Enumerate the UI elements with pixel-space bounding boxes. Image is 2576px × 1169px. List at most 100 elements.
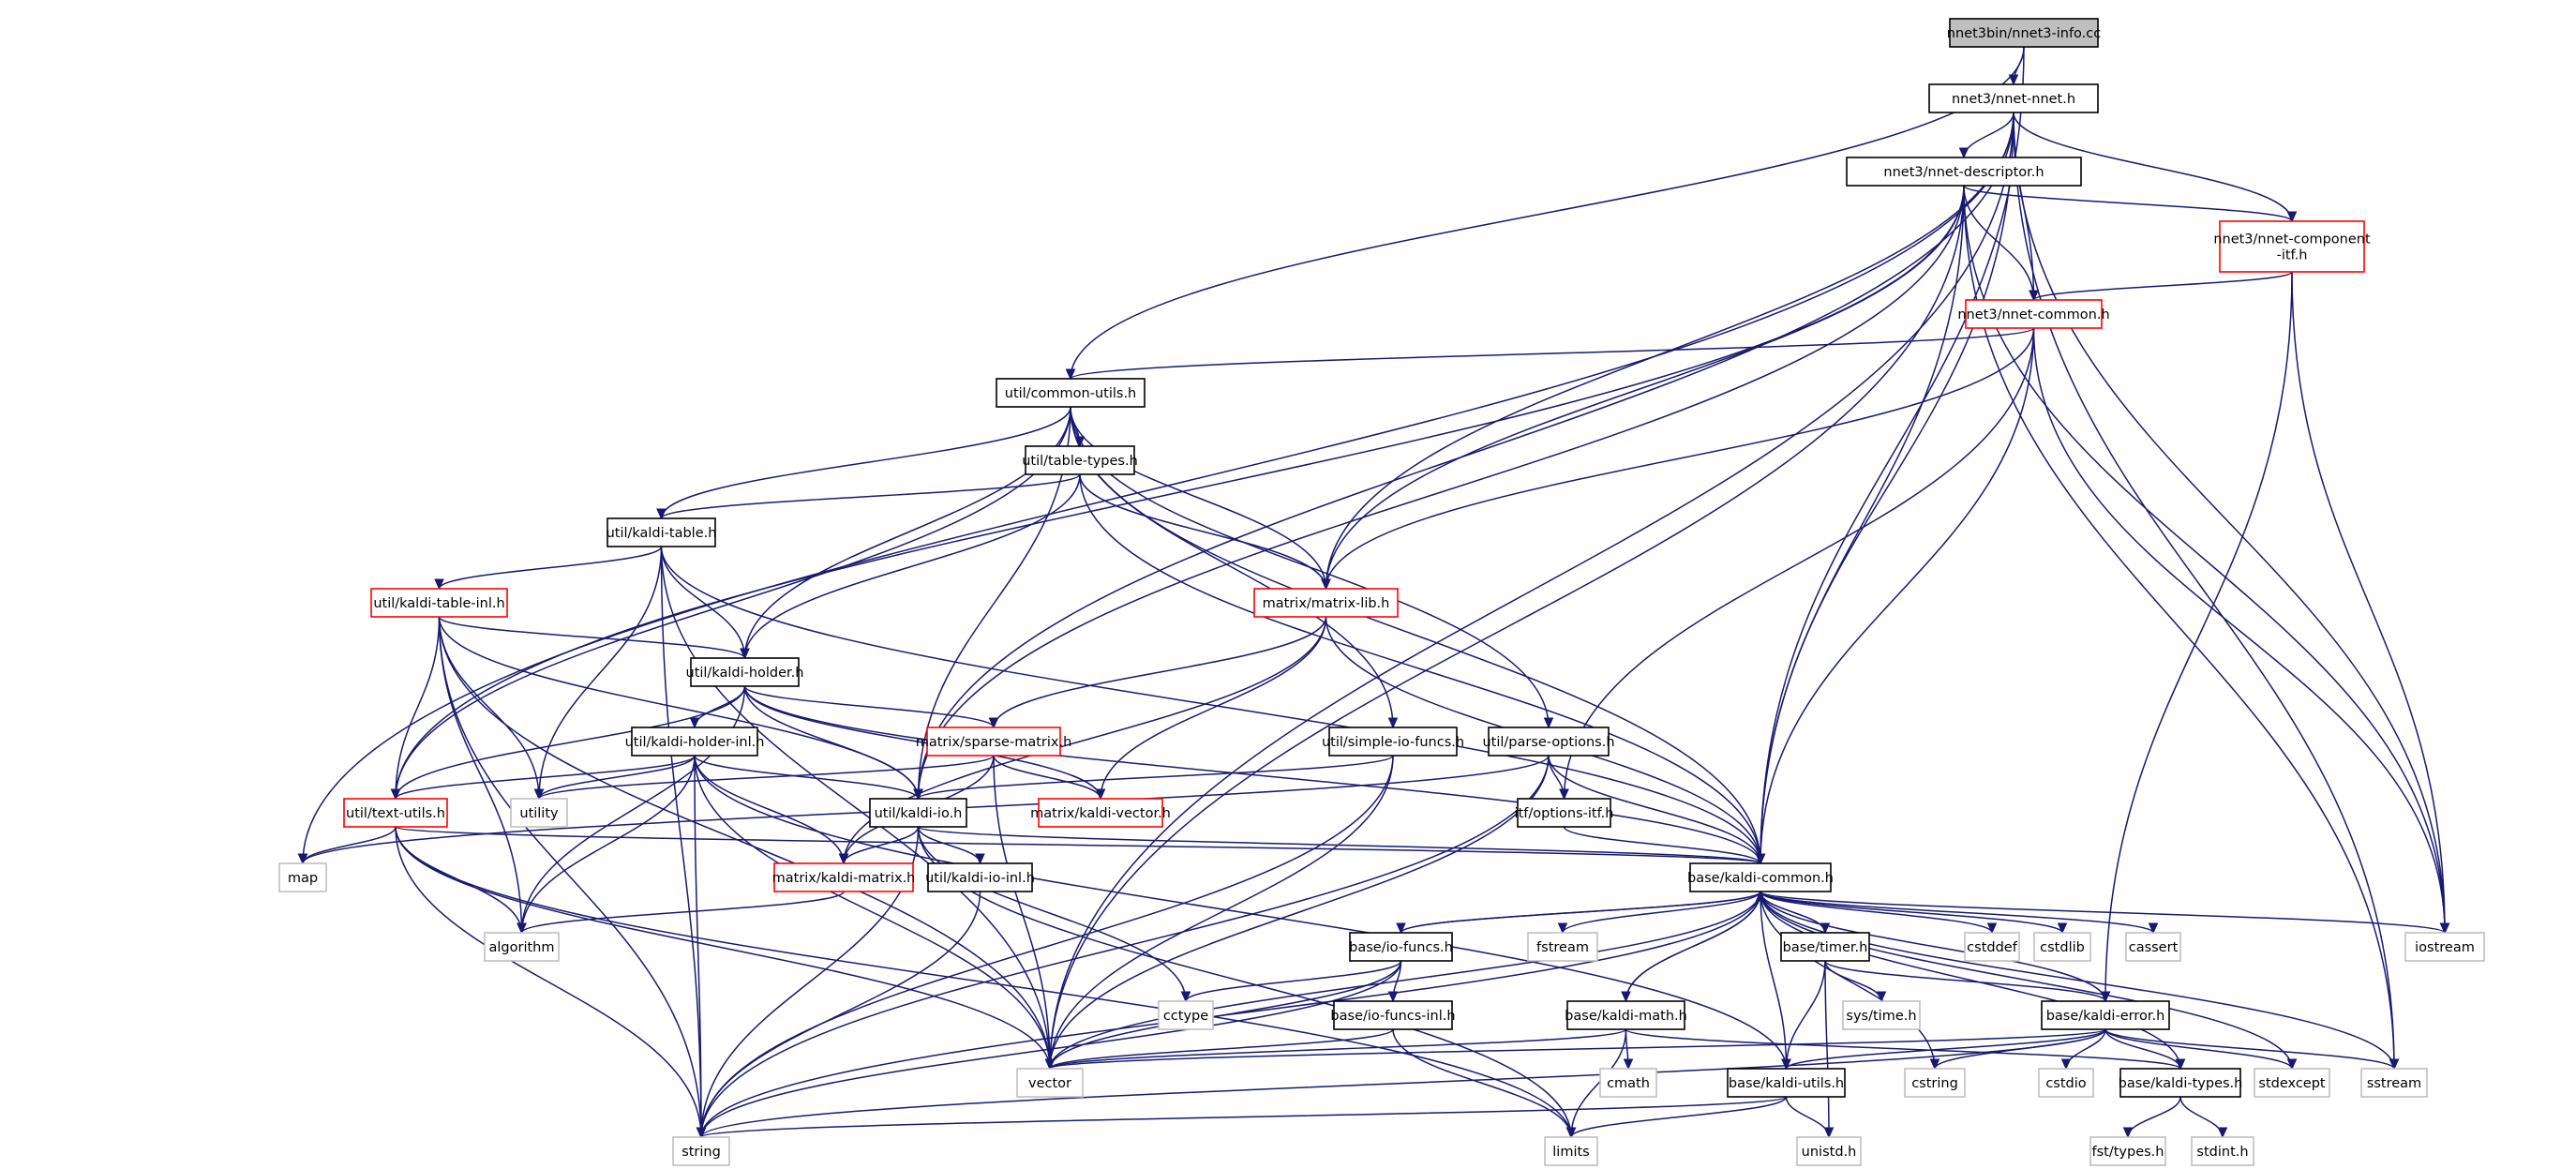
node-label: util/kaldi-io.h [875,806,963,821]
node-root[interactable]: nnet3bin/nnet3-info.cc [1947,18,2101,48]
node-box [1253,588,1399,618]
edge-table_types-to-kaldi_holder [740,473,1081,660]
node-box [1689,862,1832,892]
node-label: cstdlib [2040,940,2085,955]
edge-kaldi_types-to-fst_types [2122,1096,2181,1139]
node-matrix-lib[interactable]: matrix/matrix-lib.h [1253,588,1399,618]
node-label: util/kaldi-holder.h [686,666,804,681]
edge-common_utils-to-kaldi_common [1070,406,1766,865]
node-kaldi-table-inl[interactable]: util/kaldi-table-inl.h [370,588,508,618]
node-label: util/kaldi-table-inl.h [373,596,504,611]
node-kaldi-utils[interactable]: base/kaldi-utils.h [1727,1068,1846,1098]
edge-kaldi_math-to-kaldi_common [1625,890,1766,1002]
arrowhead [913,788,923,801]
node-timer[interactable]: base/timer.h [1780,932,1870,962]
node-box [1544,1136,1598,1166]
arrowhead [1781,1058,1791,1071]
node-box [2254,1068,2330,1098]
arrowhead [1387,991,1399,1003]
node-label: base/timer.h [1783,940,1868,955]
arrowhead [1565,1127,1577,1139]
node-kaldi-common[interactable]: base/kaldi-common.h [1687,862,1834,892]
node-nnet-comp[interactable]: nnet3/nnet-component-itf.h [2213,220,2371,273]
edge-text_utils-to-algorithm [395,826,527,935]
node-box [510,798,568,828]
node-nnet-common[interactable]: nnet3/nnet-common.h [1957,299,2110,329]
node-cstdio: cstdio [2038,1068,2094,1098]
node-label: base/kaldi-math.h [1565,1009,1687,1024]
node-kaldi-matrix[interactable]: matrix/kaldi-matrix.h [772,862,916,892]
node-label: limits [1552,1145,1589,1160]
node-box [2089,1136,2166,1166]
node-nnet-desc[interactable]: nnet3/nnet-descriptor.h [1846,157,2082,187]
edge-nnet_comp-to-kaldi_error [2100,271,2293,1003]
arrowhead [1755,853,1766,865]
node-stdexcept: stdexcept [2254,1068,2330,1098]
node-kaldi-types[interactable]: base/kaldi-types.h [2119,1068,2243,1098]
node-sys-time: sys/time.h [1842,1000,1921,1030]
node-label: base/io-funcs.h [1349,940,1453,955]
edge-nnet_nnet-to-kaldi_common [1755,112,2014,865]
edge-text_utils-to-map [297,826,397,865]
node-kaldi-vector[interactable]: matrix/kaldi-vector.h [1030,798,1171,828]
node-box [2191,1136,2254,1166]
node-nnet-nnet[interactable]: nnet3/nnet-nnet.h [1928,83,2099,113]
node-label: cmath [1607,1076,1650,1091]
node-box [1016,1068,1084,1098]
arrowhead [988,717,999,729]
node-table-types[interactable]: util/table-types.h [1022,445,1138,475]
arrowhead [2060,1058,2072,1071]
node-box [1527,932,1598,962]
edge-nnet_common-to-iostream [2032,327,2450,935]
node-box [1780,932,1870,962]
node-simple-io[interactable]: util/simple-io-funcs.h [1322,727,1464,757]
node-box [1727,1068,1846,1098]
arrowhead [533,788,545,801]
edge-simple_io-to-kaldi_io [913,755,1394,801]
node-box [926,727,1061,757]
node-label: matrix/matrix-lib.h [1263,596,1390,611]
node-text-utils[interactable]: util/text-utils.h [343,798,448,828]
edge-nnet_common-to-common_utils [1065,327,2035,381]
arrowhead [1387,717,1399,729]
node-io-funcs[interactable]: base/io-funcs.h [1349,932,1453,962]
node-kaldi-table[interactable]: util/kaldi-table.h [607,517,717,547]
node-kaldi-holder-inl[interactable]: util/kaldi-holder-inl.h [625,727,765,757]
arrowhead [1044,1058,1056,1071]
node-io-funcs-inl[interactable]: base/io-funcs-inl.h [1330,1000,1456,1030]
arrowhead [975,853,985,865]
node-kaldi-error[interactable]: base/kaldi-error.h [2041,1000,2170,1030]
edge-kaldi_error-to-cstdio [2060,1028,2106,1071]
node-box [869,798,967,828]
edge-timer-to-kaldi_utils [1781,960,1826,1071]
edge-kaldi_holder-to-sparse_matrix [743,685,999,729]
node-label: base/kaldi-error.h [2046,1009,2165,1024]
arrowhead [2057,922,2068,935]
node-kaldi-io[interactable]: util/kaldi-io.h [869,798,967,828]
edge-kaldi_common-to-fstream [1557,891,1761,935]
node-kaldi-io-inl[interactable]: util/kaldi-io-inl.h [925,862,1035,892]
node-box [1964,932,2020,962]
node-parse-options[interactable]: util/parse-options.h [1482,727,1615,757]
node-box [2360,1068,2428,1098]
node-box [1965,299,2103,329]
node-kaldi-math[interactable]: base/kaldi-math.h [1565,1000,1687,1030]
node-map: map [278,862,327,892]
edge-nnet_common-to-kaldi_common [1755,327,2035,865]
edge-timer-to-unistd [1823,960,1835,1139]
node-label: matrix/kaldi-matrix.h [772,871,916,886]
edge-sparse_matrix-to-utility [533,755,995,801]
node-options-itf[interactable]: itf/options-itf.h [1515,798,1614,828]
node-box [1842,1000,1921,1030]
node-kaldi-holder[interactable]: util/kaldi-holder.h [686,657,804,687]
node-label: iostream [2415,940,2475,955]
arrowhead [1095,788,1106,801]
node-box [1796,1136,1862,1166]
node-label: util/kaldi-io-inl.h [925,871,1035,886]
arrowhead [2175,1058,2186,1071]
node-box [690,657,800,687]
node-common-utils[interactable]: util/common-utils.h [996,378,1146,408]
node-sparse-matrix[interactable]: matrix/sparse-matrix.h [916,727,1072,757]
node-box [2119,1068,2241,1098]
